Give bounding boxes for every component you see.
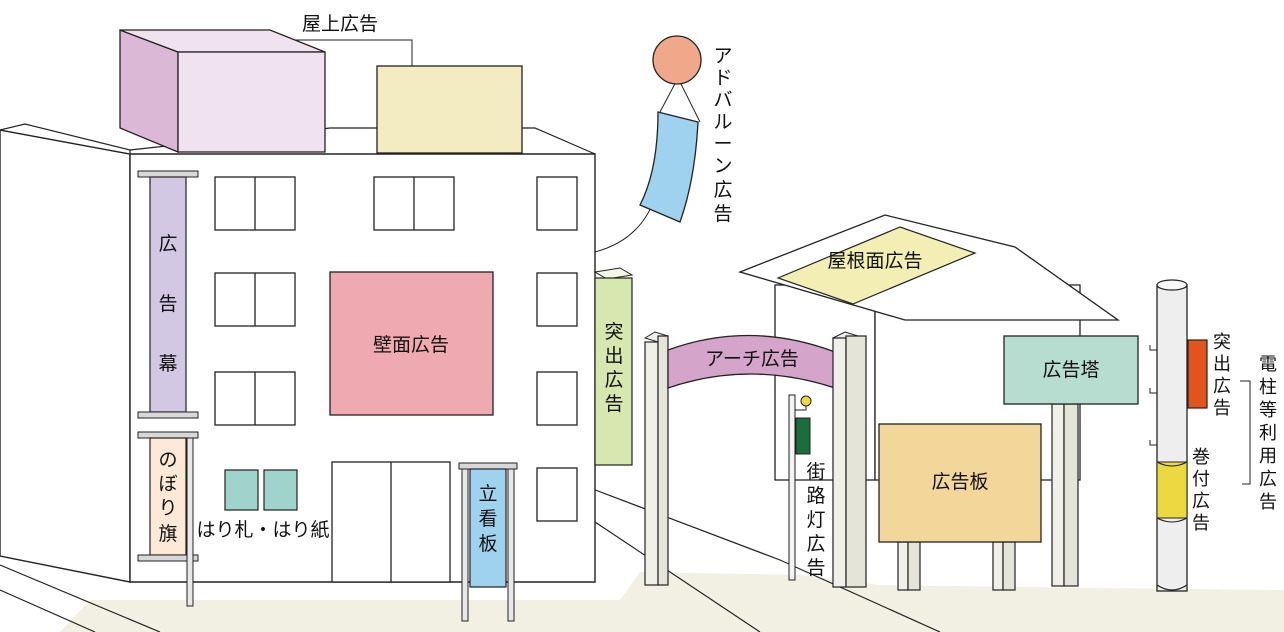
svg-text:灯: 灯 xyxy=(806,509,825,531)
wall-ad: 壁面広告 xyxy=(329,271,494,416)
svg-text:幕: 幕 xyxy=(158,353,177,375)
posters-label: はり札・はり紙 xyxy=(196,519,329,541)
streetlight-ad: 街 路 灯 広 告 xyxy=(788,394,826,581)
svg-text:出: 出 xyxy=(604,345,623,367)
billboard: 広告板 xyxy=(878,423,1042,591)
svg-text:街: 街 xyxy=(806,461,825,483)
svg-text:り: り xyxy=(158,497,177,519)
svg-text:付: 付 xyxy=(1192,469,1210,490)
svg-text:告: 告 xyxy=(158,293,177,315)
projecting-sign-label: 突 出 広 告 xyxy=(604,321,623,415)
svg-text:広: 広 xyxy=(1192,491,1210,512)
svg-text:旗: 旗 xyxy=(158,523,177,545)
svg-text:板: 板 xyxy=(478,533,497,555)
pole-use-ad-label: 電 柱 等 利 用 広 告 xyxy=(1259,354,1277,513)
svg-text:電: 電 xyxy=(1259,354,1277,375)
svg-text:の: の xyxy=(158,449,177,471)
streetlight-ad-label: 街 路 灯 広 告 xyxy=(806,461,825,579)
advertising-banner: 広 告 幕 xyxy=(137,170,199,419)
svg-text:告: 告 xyxy=(604,393,623,415)
arch-ad: アーチ広告 xyxy=(643,331,867,588)
svg-text:告: 告 xyxy=(806,557,825,579)
svg-text:バ: バ xyxy=(713,89,732,111)
ad-balloon: ア ド バ ル ー ン 広 告 xyxy=(594,35,733,253)
svg-text:ン: ン xyxy=(713,155,732,177)
svg-text:用: 用 xyxy=(1259,446,1277,467)
svg-text:突: 突 xyxy=(604,321,623,343)
wall-ad-label: 壁面広告 xyxy=(373,334,449,356)
billboard-label: 広告板 xyxy=(931,471,988,493)
svg-text:告: 告 xyxy=(1259,492,1277,513)
svg-text:広: 広 xyxy=(806,533,825,555)
standing-signboard-label: 立 看 板 xyxy=(478,483,497,555)
advertising-tower-label: 広告塔 xyxy=(1042,359,1099,381)
svg-text:広: 広 xyxy=(1259,469,1277,490)
pole-projecting-label: 突 出 広 告 xyxy=(1213,332,1231,419)
svg-text:ー: ー xyxy=(713,133,732,155)
svg-text:柱: 柱 xyxy=(1259,377,1277,398)
advertising-banner-label: 広 告 幕 xyxy=(158,233,177,375)
svg-text:告: 告 xyxy=(713,203,732,225)
svg-text:ぼ: ぼ xyxy=(158,473,177,495)
pole-wrapped-label: 巻 付 広 告 xyxy=(1192,447,1210,534)
advertising-tower: 広告塔 xyxy=(1003,335,1139,587)
standing-signboard: 立 看 板 xyxy=(458,462,518,622)
svg-text:出: 出 xyxy=(1213,354,1231,375)
projecting-sign: 突 出 広 告 xyxy=(593,267,634,466)
utility-pole: 突 出 広 告 巻 付 広 告 電 柱 等 利 用 広 告 xyxy=(1149,279,1277,592)
svg-text:ア: ア xyxy=(713,45,732,67)
svg-text:利: 利 xyxy=(1259,423,1277,444)
ground xyxy=(0,487,1284,632)
svg-text:広: 広 xyxy=(1213,376,1231,397)
posters: はり札・はり紙 xyxy=(196,469,330,541)
svg-text:巻: 巻 xyxy=(1192,447,1210,468)
svg-text:突: 突 xyxy=(1213,332,1231,353)
svg-text:告: 告 xyxy=(1213,398,1231,419)
arch-ad-label: アーチ広告 xyxy=(705,348,799,370)
svg-text:広: 広 xyxy=(604,369,623,391)
svg-text:ド: ド xyxy=(713,67,732,89)
rooftop-ad-label: 屋上広告 xyxy=(302,13,378,35)
nobori-flag: の ぼ り 旗 xyxy=(137,431,199,607)
svg-text:等: 等 xyxy=(1259,400,1277,421)
svg-text:ル: ル xyxy=(713,111,732,133)
svg-text:路: 路 xyxy=(806,485,825,507)
svg-text:看: 看 xyxy=(478,508,497,530)
svg-text:告: 告 xyxy=(1192,513,1210,534)
ad-balloon-label: ア ド バ ル ー ン 広 告 xyxy=(713,45,732,225)
svg-text:広: 広 xyxy=(713,179,732,201)
svg-text:立: 立 xyxy=(478,483,497,505)
roof-ad-label: 屋根面広告 xyxy=(827,250,922,272)
nobori-flag-label: の ぼ り 旗 xyxy=(158,449,177,545)
svg-text:広: 広 xyxy=(158,233,177,255)
rooftop-ad: 屋上広告 xyxy=(119,13,523,154)
